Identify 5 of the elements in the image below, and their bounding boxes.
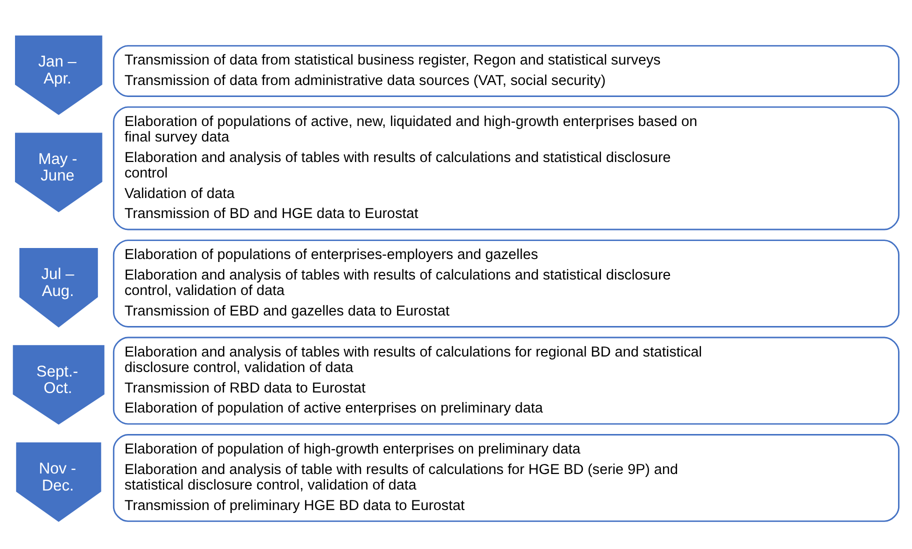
node-box: Elaboration and analysis of tables with results of calculations for regional BD and statistical disclosure control, validation of data Transmission of RBD data to Eurostat Elaboration of population of active enterprises on preliminary data [112,336,900,425]
node-box: Elaboration of populations of active, new, liquidated and high-growth enterprises based on final survey data Elaboration and analysis of tables with results of calculations and statistical disclosure control Validation of data Transmission of BD and HGE data to Eurostat [112,106,900,230]
node-box: Elaboration of populations of enterprises-employers and gazelles Elaboration and analysis of tables with results of calculations and statistical disclosure control, validation of data Transmission of EBD and gazelles data to Eurostat [112,240,900,328]
node-box: Elaboration of population of high-growth enterprises on preliminary data Elaboration and analysis of table with results of calculations for HGE BD (serie 9P) and statistical disclosure control, validation of data Transmission of preliminary HGE BD data to Eurostat [112,434,900,522]
node-box: Transmission of data from statistical business register, Regon and statistical surveys Transmission of data from administrative data sources (VAT, social security) [112,45,900,97]
